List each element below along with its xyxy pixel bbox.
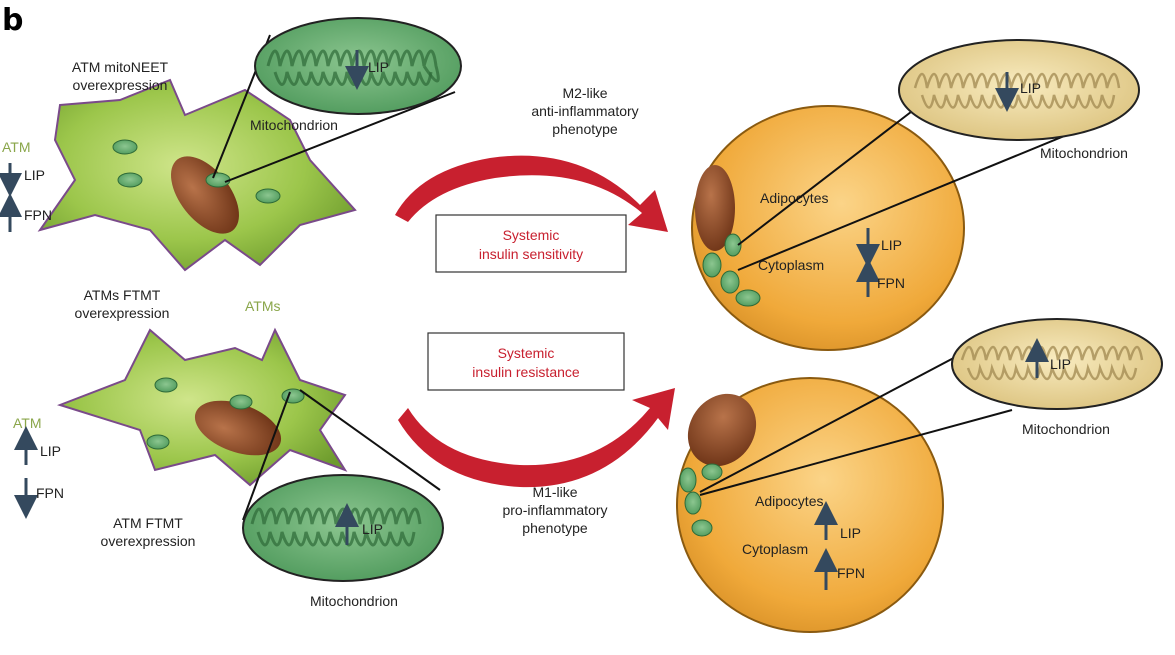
box-top-line1: Systemic [503,227,560,243]
mito-organelle [724,233,742,257]
phenotype-top-line3: phenotype [552,121,618,137]
adipo-top-lip: LIP [881,237,902,253]
atm-cell-bottom [56,327,348,487]
side-lip-bottom: LIP [40,443,61,459]
adipo-mito-top-label: Mitochondrion [1040,145,1128,161]
phenotype-top-line2: anti-inflammatory [531,103,638,119]
nucleus-adipo-bottom [687,393,757,467]
mito-organelle [735,289,761,307]
adipocyte-bottom [676,377,944,633]
adipo-top-title: Adipocytes [760,190,828,206]
nucleus-bottom [194,400,282,456]
arrow-to-resistance [398,388,675,488]
side-fpn-top: FPN [24,207,52,223]
adipo-top-cytoplasm: Cytoplasm [758,257,824,273]
inset-connector [299,389,441,491]
box-top-line2: insulin sensitivity [479,246,583,262]
phenotype-bottom-line3: phenotype [522,520,588,536]
mito-organelle [702,252,722,278]
box-insulin-sensitivity [435,214,627,273]
adipo-mito-inset-bottom [951,318,1163,410]
side-atm-bottom: ATM [13,415,42,431]
adipo-mito-bottom-lip: LIP [1050,356,1071,372]
inset-connector [699,342,983,493]
adipo-bottom-lip: LIP [840,525,861,541]
mito-organelle [229,394,253,410]
adipocyte-top [691,105,965,351]
adipo-bottom-title: Adipocytes [755,493,823,509]
mito-organelle [255,188,281,204]
phenotype-bottom-line2: pro-inflammatory [502,502,607,518]
inset-connector [224,91,456,183]
mito-organelle [684,491,702,515]
adipo-mito-inset-top [898,39,1140,141]
mito-organelle [117,172,143,188]
atms-label: ATMs [245,298,281,314]
inset-connector [242,391,291,521]
mito-inset-top-lip: LIP [368,59,389,75]
box-insulin-resistance [427,332,625,391]
side-fpn-bottom: FPN [36,485,64,501]
mito-organelle [146,434,170,450]
cell-title-top-line1: ATM mitoNEET [72,59,169,75]
inset-connector [737,104,921,246]
mito-organelle [720,270,740,294]
adipo-bottom-fpn: FPN [837,565,865,581]
box-bottom-line1: Systemic [498,345,555,361]
mito-inset-bottom-label: Mitochondrion [310,593,398,609]
phenotype-bottom-line1: M1-like [532,484,577,500]
inset-connector [737,117,1109,271]
panel-letter: b [2,3,23,38]
mito-inset-top-label: Mitochondrion [250,117,338,133]
adipo-mito-top-lip: LIP [1020,80,1041,96]
cell-title-bottom-line1: ATMs FTMT [84,287,161,303]
phenotype-top-line1: M2-like [562,85,607,101]
nucleus-adipo-top [695,165,735,251]
mito-organelle [112,139,138,155]
nucleus-top [171,156,239,234]
mito-organelle [679,467,697,493]
mito-inset-bottom [242,474,444,582]
side-lip-top: LIP [24,167,45,183]
side-atm-top: ATM [2,139,31,155]
box-bottom-line2: insulin resistance [472,364,580,380]
mito-organelle [701,463,723,481]
inset-connector [699,409,1013,496]
mito-organelle [691,519,713,537]
cell-title-top-line2: overexpression [73,77,168,93]
adipo-top-fpn: FPN [877,275,905,291]
mito-organelle [205,172,231,188]
atm-cell-top [37,78,357,272]
cell-title-bottom-line2: overexpression [75,305,170,321]
arrow-to-sensitivity [395,155,668,232]
adipo-bottom-cytoplasm: Cytoplasm [742,541,808,557]
mito-organelle [154,377,178,393]
cell-caption-bottom-line2: overexpression [101,533,196,549]
cell-caption-bottom-line1: ATM FTMT [113,515,183,531]
mito-inset-bottom-lip: LIP [362,521,383,537]
adipo-mito-bottom-label: Mitochondrion [1022,421,1110,437]
